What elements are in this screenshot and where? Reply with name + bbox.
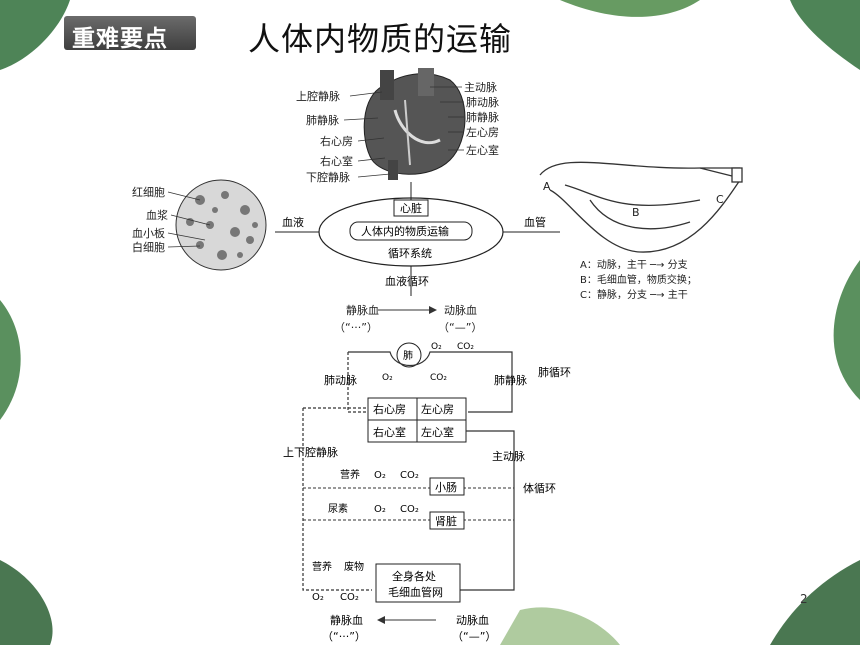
vessel-letter-b: B bbox=[632, 206, 640, 219]
aorta-label: 主动脉 bbox=[492, 449, 525, 463]
kidney-label: 肾脏 bbox=[435, 515, 457, 528]
venous-blood-top: 静脉血 bbox=[346, 303, 379, 317]
kidney-box bbox=[429, 511, 465, 530]
lung-co2-out: CO₂ bbox=[457, 342, 474, 352]
right-atrium: 右心房 bbox=[373, 402, 406, 416]
heart-label-pulmonary-artery: 肺动脉 bbox=[466, 95, 499, 109]
pulmonary-artery-label: 肺动脉 bbox=[324, 373, 357, 387]
cell-label-platelet: 血小板 bbox=[132, 226, 165, 240]
pulmonary-vein-label: 肺静脉 bbox=[494, 373, 527, 387]
capillary-label-1: 全身各处 bbox=[392, 569, 436, 583]
venous-blood-bottom: 静脉血 bbox=[330, 613, 363, 627]
blood-circulation-label: 血液循环 bbox=[385, 274, 429, 288]
intestine-co2: CO₂ bbox=[400, 470, 419, 481]
heart-label-pulmonary-vein-left: 肺静脉 bbox=[306, 113, 339, 127]
nutrients-2: 营养 bbox=[312, 560, 332, 573]
page-number: 2 bbox=[800, 592, 808, 606]
page-title: 人体内物质的运输 bbox=[248, 20, 513, 58]
vessel-letter-a: A bbox=[543, 180, 551, 193]
blood-label: 血液 bbox=[282, 215, 304, 229]
kidney-co2: CO₂ bbox=[400, 504, 419, 515]
arterial-blood-bottom-note: （“—”） bbox=[452, 630, 496, 643]
heart-label-left-atrium: 左心房 bbox=[466, 126, 499, 139]
lung-label: 肺 bbox=[403, 350, 413, 362]
vessel-note-c: C：静脉，分支 ─→ 主干 bbox=[580, 288, 688, 301]
heart-label-aorta: 主动脉 bbox=[464, 80, 497, 94]
vessel-note-a: A：动脉，主干 ─→ 分支 bbox=[580, 258, 688, 271]
heart-label-left-ventricle: 左心室 bbox=[466, 143, 499, 157]
lung-shape bbox=[396, 342, 422, 368]
heart-label-right-atrium: 右心房 bbox=[320, 134, 353, 148]
right-ventricle: 右心室 bbox=[373, 425, 406, 439]
capillary-co2: CO₂ bbox=[340, 592, 359, 603]
vena-cava-label: 上下腔静脉 bbox=[283, 445, 338, 459]
cell-label-plasma: 血浆 bbox=[146, 208, 168, 222]
cell-label-white: 白细胞 bbox=[132, 240, 165, 254]
lung-co2-blood: CO₂ bbox=[430, 373, 447, 383]
capillary-label-2: 毛细血管网 bbox=[388, 585, 443, 599]
venous-blood-bottom-note: （“···”） bbox=[322, 630, 366, 643]
pulmonary-circulation-label: 肺循环 bbox=[538, 366, 571, 379]
vessel-letter-c: C bbox=[716, 193, 724, 206]
capillary-o2: O₂ bbox=[312, 592, 324, 603]
heart-label-inferior-vena-cava: 下腔静脉 bbox=[306, 170, 350, 184]
small-intestine-box bbox=[429, 477, 465, 496]
small-intestine-label: 小肠 bbox=[435, 481, 457, 494]
heart-label-pulmonary-vein-right: 肺静脉 bbox=[466, 110, 499, 124]
heart-illustration bbox=[363, 68, 466, 180]
lung-o2-blood: O₂ bbox=[382, 373, 393, 383]
badge-text: 重难要点 bbox=[72, 25, 168, 52]
lung-o2-in: O₂ bbox=[431, 342, 442, 352]
key-points-badge: 重难要点 bbox=[64, 16, 196, 52]
nutrients-1: 营养 bbox=[340, 468, 360, 481]
arterial-blood-bottom: 动脉血 bbox=[456, 613, 489, 627]
heart-box-label: 心脏 bbox=[400, 202, 422, 215]
vessel-note-b: B：毛细血管，物质交换； bbox=[580, 273, 697, 286]
arterial-blood-top-note: （“—”） bbox=[438, 321, 482, 334]
left-atrium: 左心房 bbox=[421, 403, 454, 416]
vessel-network bbox=[539, 161, 743, 253]
systemic-circulation-label: 体循环 bbox=[523, 481, 556, 495]
kidney-o2: O₂ bbox=[374, 504, 386, 515]
venous-blood-top-note: （“···”） bbox=[334, 321, 378, 334]
capillary-box bbox=[375, 563, 461, 603]
main-topic-label: 人体内的物质运输 bbox=[361, 224, 449, 238]
intestine-o2: O₂ bbox=[374, 470, 386, 481]
blood-cells-illustration bbox=[175, 179, 267, 271]
left-ventricle: 左心室 bbox=[421, 425, 454, 439]
main-topic-box bbox=[349, 221, 473, 241]
heart-label-superior-vena-cava: 上腔静脉 bbox=[296, 89, 340, 103]
waste-label: 废物 bbox=[344, 560, 364, 573]
cell-label-red: 红细胞 bbox=[132, 186, 165, 199]
arterial-blood-top: 动脉血 bbox=[444, 303, 477, 317]
heart-label-right-ventricle: 右心室 bbox=[320, 154, 353, 168]
circulatory-system-label: 循环系统 bbox=[388, 247, 432, 260]
vessel-label: 血管 bbox=[524, 215, 546, 229]
urea-label: 尿素 bbox=[328, 502, 348, 515]
